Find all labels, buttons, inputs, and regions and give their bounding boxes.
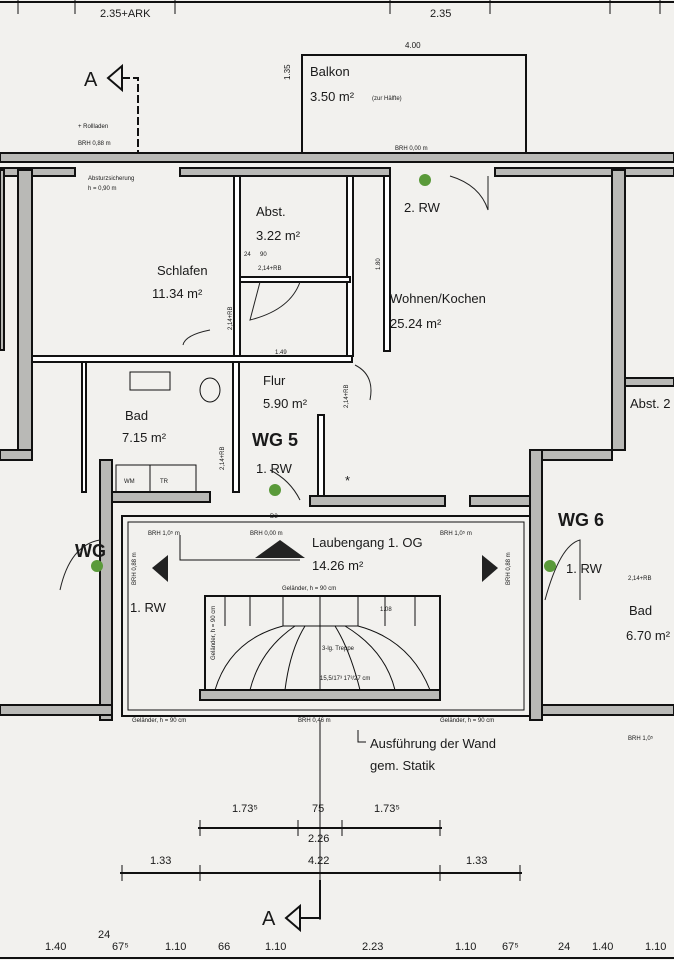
svg-text:2,14+RB: 2,14+RB [344, 384, 350, 408]
room-name-bad6: Bad [629, 603, 652, 618]
svg-text:4.22: 4.22 [308, 855, 329, 867]
svg-text:2.23: 2.23 [362, 941, 383, 953]
dim-top-left: 2.35+ARK [100, 8, 151, 20]
svg-text:1.80: 1.80 [376, 258, 382, 270]
svg-text:A: A [262, 908, 276, 930]
room-name-wohnen: Wohnen/Kochen [390, 291, 486, 306]
svg-text:67⁵: 67⁵ [502, 941, 519, 953]
svg-text:BRH 1,0⁵ m: BRH 1,0⁵ m [148, 530, 180, 537]
appliance-tr: TR [160, 479, 169, 485]
rw-marker-icon [91, 174, 556, 572]
svg-text:BRH 0,46 m: BRH 0,46 m [298, 718, 331, 724]
svg-text:BRH 1,0⁵ m: BRH 1,0⁵ m [440, 530, 472, 537]
room-area-laubengang: 14.26 m² [312, 558, 364, 573]
svg-text:2.26: 2.26 [308, 833, 329, 845]
svg-text:Geländer, h = 90 cm: Geländer, h = 90 cm [282, 586, 336, 592]
svg-text:90: 90 [260, 252, 267, 258]
sink-icon [129, 371, 171, 391]
balcony: 4.00 1.35 Balkon 3.50 m² (zur Hälfte) [283, 41, 527, 156]
svg-text:BRH 0,88 m: BRH 0,88 m [132, 552, 138, 585]
svg-text:BRH 1,0⁵: BRH 1,0⁵ [628, 735, 654, 742]
room-area-schlafen: 11.34 m² [152, 286, 203, 301]
svg-text:1.40: 1.40 [592, 941, 613, 953]
svg-text:4.00: 4.00 [405, 41, 421, 50]
svg-text:(zur Hälfte): (zur Hälfte) [372, 96, 402, 102]
svg-text:2,14+RB: 2,14+RB [220, 446, 226, 470]
svg-text:BRH 0,00 m: BRH 0,00 m [395, 146, 428, 152]
room-name-schlafen: Schlafen [157, 263, 208, 278]
room-name-flur: Flur [263, 373, 286, 388]
room-name-abst: Abst. [256, 204, 286, 219]
room-area-balkon: 3.50 m² [310, 89, 355, 104]
svg-text:67⁵: 67⁵ [112, 941, 129, 953]
room-area-bad: 7.15 m² [122, 430, 167, 445]
bottom-dimensions: 1.73⁵ 75 1.73⁵ 2.26 1.33 4.22 1.33 A 1.4… [0, 720, 674, 959]
svg-text:D3: D3 [270, 514, 278, 520]
svg-text:1.10: 1.10 [455, 941, 476, 953]
svg-text:Ausführung der Wand: Ausführung der Wand [370, 736, 496, 751]
svg-text:66: 66 [218, 941, 230, 953]
svg-text:Absturzsicherung: Absturzsicherung [88, 176, 134, 182]
svg-text:1. RW: 1. RW [566, 561, 603, 576]
svg-text:BRH 0,88 m: BRH 0,88 m [506, 552, 512, 585]
room-name-abst6: Abst. 2 [630, 396, 670, 411]
svg-text:2,14+RB: 2,14+RB [228, 306, 234, 330]
section-marker-top: A [84, 63, 139, 160]
svg-text:BRH 0,88 m: BRH 0,88 m [78, 141, 111, 147]
room-area-wohnen: 25.24 m² [390, 316, 442, 331]
svg-text:h = 0,90 m: h = 0,90 m [88, 186, 117, 192]
svg-text:1.08: 1.08 [380, 607, 392, 613]
room-area-flur: 5.90 m² [263, 396, 308, 411]
svg-text:Geländer, h = 90 cm: Geländer, h = 90 cm [440, 718, 494, 724]
room-area-bad6: 6.70 m² [626, 628, 671, 643]
svg-text:*: * [345, 473, 350, 488]
room-name-balkon: Balkon [310, 64, 350, 79]
unit-label-wg6: WG 6 [558, 510, 604, 530]
appliance-wm: WM [124, 479, 135, 485]
room-name-laubengang: Laubengang 1. OG [312, 535, 423, 550]
svg-text:1. RW: 1. RW [130, 600, 167, 615]
svg-text:1.73⁵: 1.73⁵ [374, 803, 400, 815]
unit-label-wg4: WG [75, 541, 106, 561]
svg-text:15,5/17³ 17³/27 cm: 15,5/17³ 17³/27 cm [320, 676, 370, 682]
svg-text:BRH 0,00 m: BRH 0,00 m [250, 531, 283, 537]
doors [59, 175, 581, 601]
dim-top-right: 2.35 [430, 8, 451, 20]
walls [0, 152, 674, 721]
svg-text:1.10: 1.10 [645, 941, 666, 953]
svg-text:1.33: 1.33 [466, 855, 487, 867]
svg-text:A: A [84, 69, 98, 91]
top-dimension-line: 2.35+ARK 2.35 [0, 0, 674, 20]
svg-text:24: 24 [244, 252, 251, 258]
staircase: 3-lg. Treppe 15,5/17³ 17³/27 cm 1.08 Gel… [204, 586, 441, 691]
svg-text:75: 75 [312, 803, 324, 815]
section-arrow-icon [106, 63, 123, 93]
unit-label-wg5: WG 5 [252, 430, 298, 450]
svg-text:24: 24 [558, 941, 570, 953]
svg-text:1.49: 1.49 [275, 350, 287, 356]
svg-text:1.40: 1.40 [45, 941, 66, 953]
svg-text:gem. Statik: gem. Statik [370, 758, 436, 773]
svg-text:1.10: 1.10 [165, 941, 186, 953]
svg-text:1.33: 1.33 [150, 855, 171, 867]
svg-text:1.73⁵: 1.73⁵ [232, 803, 258, 815]
direction-triangle-right-icon [482, 555, 498, 582]
svg-text:2,14+RB: 2,14+RB [628, 576, 652, 582]
svg-text:1.35: 1.35 [283, 64, 292, 80]
section-arrow-bottom-icon [284, 903, 301, 933]
svg-text:2. RW: 2. RW [404, 200, 441, 215]
svg-text:Geländer, h = 90 cm: Geländer, h = 90 cm [211, 606, 217, 660]
direction-triangle-icon [255, 540, 305, 558]
svg-text:1.10: 1.10 [265, 941, 286, 953]
room-area-abst: 3.22 m² [256, 228, 301, 243]
svg-text:24: 24 [98, 929, 110, 941]
room-name-bad: Bad [125, 408, 148, 423]
direction-triangle-left-icon [152, 555, 168, 582]
svg-text:+ Rollladen: + Rollladen [78, 124, 108, 130]
svg-text:1. RW: 1. RW [256, 461, 293, 476]
svg-text:3-lg. Treppe: 3-lg. Treppe [322, 646, 355, 652]
svg-text:2,14+RB: 2,14+RB [258, 266, 282, 272]
svg-text:Geländer, h = 90 cm: Geländer, h = 90 cm [132, 718, 186, 724]
toilet-icon [199, 377, 221, 403]
